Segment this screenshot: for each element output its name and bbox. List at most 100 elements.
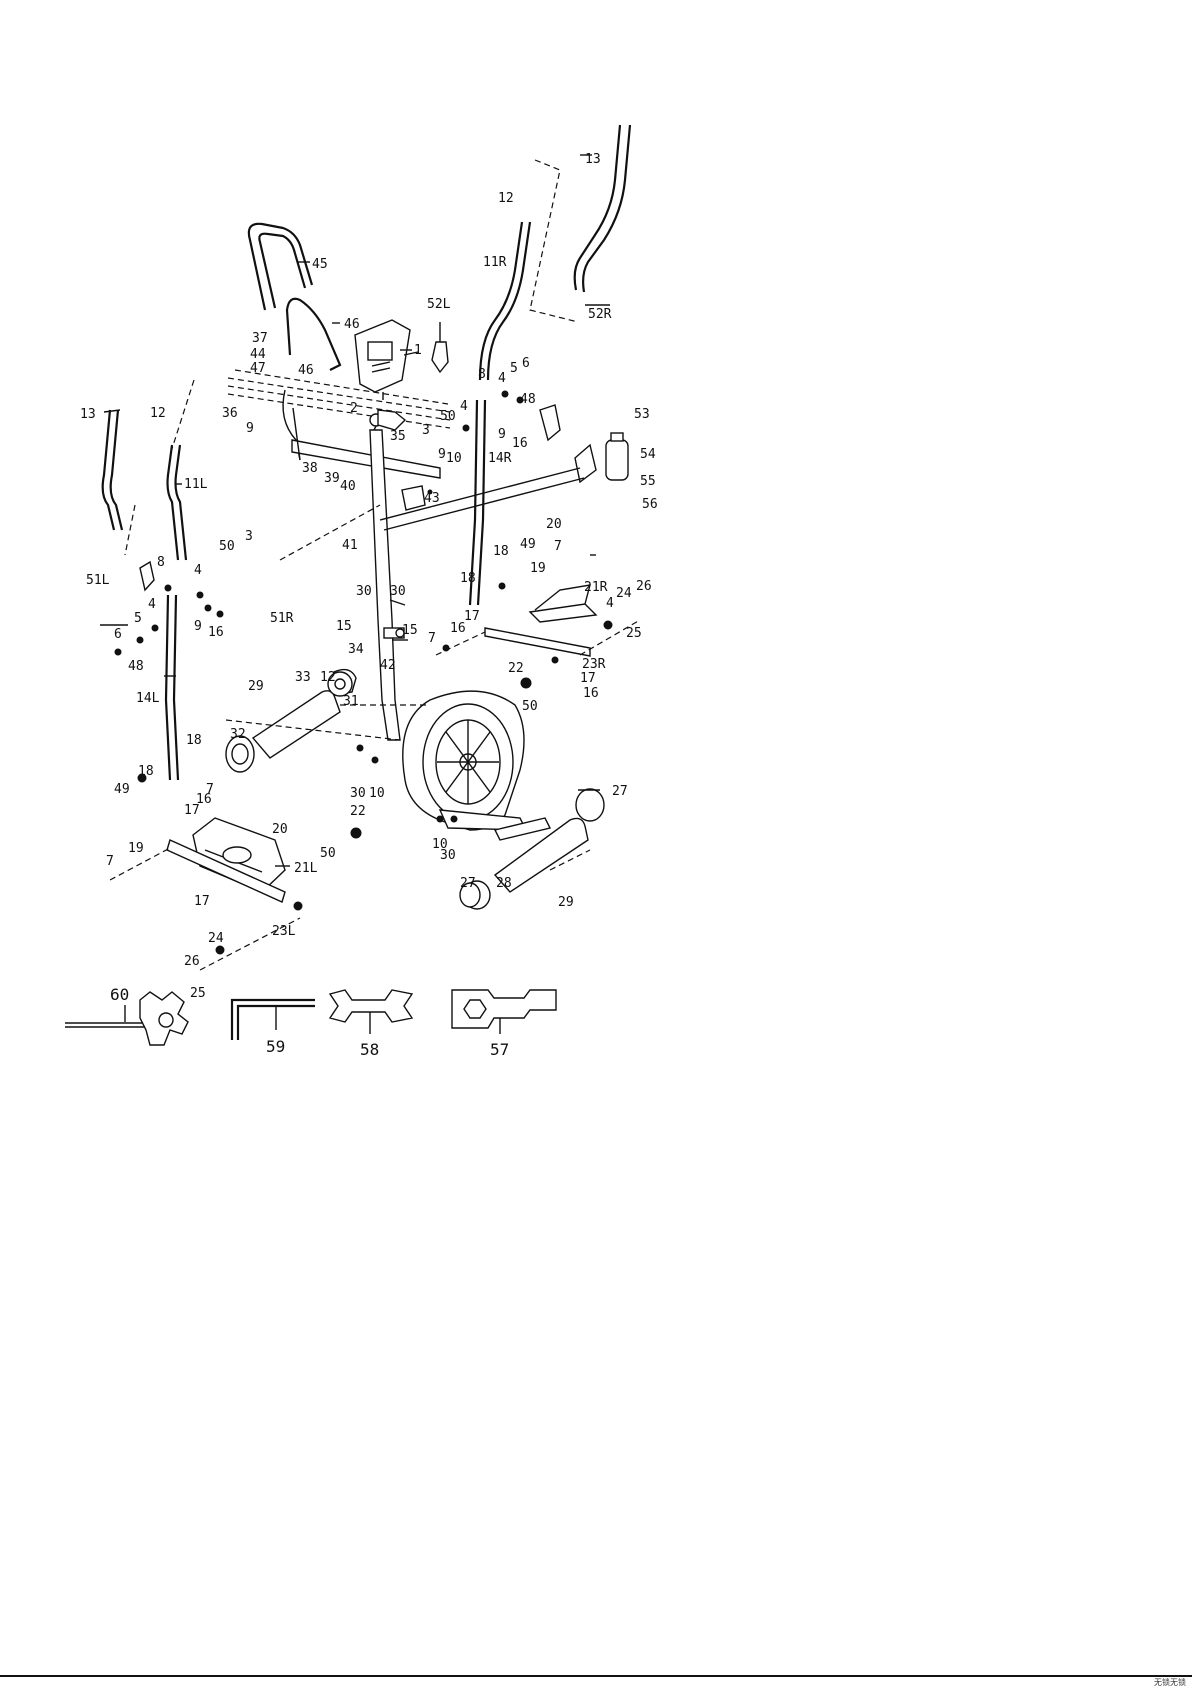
part-label: 5 xyxy=(510,361,518,376)
part-label: 21L xyxy=(294,861,318,876)
part-label: 46 xyxy=(298,363,314,378)
part-label: 16 xyxy=(196,792,212,807)
part-label: 9 xyxy=(194,619,202,634)
part-label: 18 xyxy=(186,733,202,748)
part-label: 17 xyxy=(194,894,210,909)
part-label: 42 xyxy=(380,658,396,673)
part-label: 15 xyxy=(402,623,418,638)
cross-tube xyxy=(227,369,451,479)
part-label: 13 xyxy=(80,407,96,422)
part-label: 12 xyxy=(320,670,336,685)
part-label: 32 xyxy=(230,727,246,742)
part-label: 16 xyxy=(583,686,599,701)
part-label: 10 xyxy=(369,786,385,801)
handle-bar-45 xyxy=(247,222,314,311)
part-label: 48 xyxy=(520,392,536,407)
part-label: 2 xyxy=(350,401,358,416)
part-label: 31 xyxy=(343,694,359,709)
part-label: 13 xyxy=(585,152,601,167)
arm-13-right xyxy=(573,124,632,293)
part-label: 11L xyxy=(184,477,208,492)
part-label: 18 xyxy=(493,544,509,559)
part-label: 41 xyxy=(342,538,358,553)
tool-label: 57 xyxy=(490,1040,509,1059)
part-label: 37 xyxy=(252,331,268,346)
end-cap-32 xyxy=(231,743,249,765)
part-label: 17 xyxy=(580,671,596,686)
part-label: 54 xyxy=(640,447,656,462)
part-label: 43 xyxy=(424,491,440,506)
tool-59-allen-key: 59 xyxy=(230,998,315,1056)
part-label: 27 xyxy=(460,876,476,891)
part-label: 3 xyxy=(245,529,253,544)
arm-12-left-dash xyxy=(124,379,195,556)
pedal-21r xyxy=(528,584,598,623)
flywheel-housing xyxy=(402,690,528,831)
part-label: 9 xyxy=(498,427,506,442)
part-label: 26 xyxy=(636,579,652,594)
part-label: 49 xyxy=(114,782,130,797)
part-label: 16 xyxy=(208,625,224,640)
part-label: 38 xyxy=(302,461,318,476)
part-label: 34 xyxy=(348,642,364,657)
part-label: 24 xyxy=(616,586,632,601)
part-label: 29 xyxy=(248,679,264,694)
part-label: 40 xyxy=(340,479,356,494)
part-label: 20 xyxy=(272,822,288,837)
part-label: 25 xyxy=(626,626,642,641)
tool-58-spanner: 58 xyxy=(328,989,414,1059)
part-label: 30 xyxy=(390,584,406,599)
part-label: 6 xyxy=(522,356,530,371)
upright-column-41 xyxy=(369,409,408,741)
bottle-54 xyxy=(605,432,629,481)
part-label: 16 xyxy=(450,621,466,636)
tool-label: 59 xyxy=(266,1037,285,1056)
part-label: 28 xyxy=(496,876,512,891)
part-label: 8 xyxy=(157,555,165,570)
part-label: 7 xyxy=(554,539,562,554)
lower-arm-14l xyxy=(139,560,180,781)
part-label: 24 xyxy=(208,931,224,946)
wheel-31 xyxy=(327,671,353,697)
tool-57-spanner: 57 xyxy=(451,989,557,1059)
part-label: 33 xyxy=(295,670,311,685)
part-label: 30 xyxy=(350,786,366,801)
part-label: 11R xyxy=(483,255,507,270)
part-label: 29 xyxy=(558,895,574,910)
part-label: 39 xyxy=(324,471,340,486)
part-label: 4 xyxy=(194,563,202,578)
part-label: 49 xyxy=(520,537,536,552)
part-label: 52L xyxy=(427,297,451,312)
console-1 xyxy=(354,319,419,400)
part-label: 47 xyxy=(250,361,266,376)
part-label: 15 xyxy=(336,619,352,634)
part-label: 10 xyxy=(446,451,462,466)
part-label: 30 xyxy=(356,584,372,599)
arm-11r xyxy=(478,221,532,381)
footer-rule xyxy=(0,1675,1192,1677)
arm-12-right-dash xyxy=(529,159,579,323)
part-label: 50 xyxy=(522,699,538,714)
tool-label: 58 xyxy=(360,1040,379,1059)
part-label: 14L xyxy=(136,691,160,706)
footer-text: 无锁无锁 xyxy=(1154,1678,1186,1687)
part-label: 7 xyxy=(206,782,214,797)
bracket-43 xyxy=(401,485,433,511)
part-label: 22 xyxy=(508,661,524,676)
part-label: 9 xyxy=(438,447,446,462)
part-label: 4 xyxy=(606,596,614,611)
part-label: 21R xyxy=(584,580,608,595)
part-label: 17 xyxy=(184,803,200,818)
part-label: 53 xyxy=(634,407,650,422)
part-label: 14R xyxy=(488,451,512,466)
part-label: 22 xyxy=(350,804,366,819)
part-label: 16 xyxy=(512,436,528,451)
part-label: 4 xyxy=(460,399,468,414)
part-label: 25 xyxy=(190,986,206,1001)
part-label: 3 xyxy=(422,423,430,438)
part-label: 19 xyxy=(530,561,546,576)
part-label: 48 xyxy=(128,659,144,674)
part-label: 26 xyxy=(184,954,200,969)
part-label: 23R xyxy=(582,657,606,672)
